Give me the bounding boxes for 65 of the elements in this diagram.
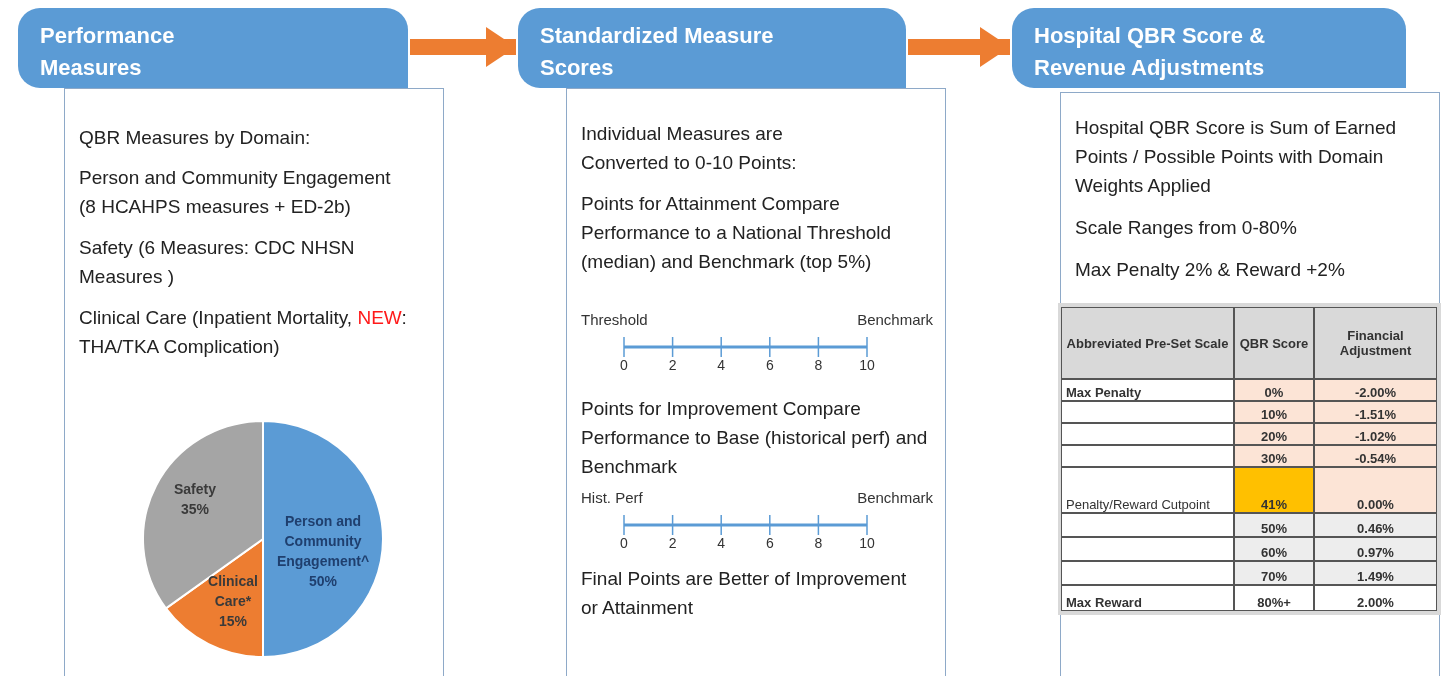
tick-label: 10 bbox=[858, 357, 876, 373]
content-panel bbox=[1060, 92, 1440, 676]
table-cell: 1.49% bbox=[1314, 561, 1437, 585]
header-title: Standardized Measure Scores bbox=[540, 22, 775, 82]
table-cell: 70% bbox=[1234, 561, 1314, 585]
paragraph-text: Max Penalty 2% & Reward +2% bbox=[1075, 258, 1346, 282]
table-cell: -2.00% bbox=[1314, 379, 1437, 401]
table-cell: 0.00% bbox=[1314, 467, 1437, 513]
scale-label: Threshold bbox=[581, 311, 648, 328]
table-cell: Abbreviated Pre-Set Scale bbox=[1061, 307, 1234, 379]
table-cell: Max Penalty bbox=[1061, 379, 1234, 401]
slice-label: Clinical Care* 15% bbox=[207, 572, 259, 631]
tick-label: 0 bbox=[619, 535, 629, 551]
table-cell: -1.51% bbox=[1314, 401, 1437, 423]
paragraph-text: Final Points are Better of Improvement or Attainment bbox=[581, 567, 908, 620]
paragraph-text: Safety (6 Measures: CDC NHSN Measures ) bbox=[79, 236, 356, 289]
table-cell: 10% bbox=[1234, 401, 1314, 423]
table-cell: 0.46% bbox=[1314, 513, 1437, 537]
paragraph-text: Points for Improvement Compare Performance to Base (historical perf) and Benchmark bbox=[581, 397, 929, 479]
slice-label: Person and Community Engagement^ 50% bbox=[275, 512, 371, 591]
table-cell: Financial Adjustment bbox=[1314, 307, 1437, 379]
paragraph-text: Clinical Care (Inpatient Mortality, NEW: THA/TKA Complication) bbox=[79, 306, 408, 359]
table-cell: -0.54% bbox=[1314, 445, 1437, 467]
tick-label: 10 bbox=[858, 535, 876, 551]
paragraph-text: QBR Measures by Domain: bbox=[79, 126, 312, 150]
tick-label: 4 bbox=[716, 535, 727, 551]
tick-label: 4 bbox=[716, 357, 727, 373]
tick-label: 6 bbox=[764, 535, 775, 551]
tick-label: 8 bbox=[813, 535, 824, 551]
table-cell: Penalty/Reward Cutpoint bbox=[1061, 467, 1234, 513]
table-cell: 2.00% bbox=[1314, 585, 1437, 611]
header-tab bbox=[18, 8, 408, 88]
table-cell: 0.97% bbox=[1314, 537, 1437, 561]
tick-label: 2 bbox=[667, 535, 678, 551]
tick-label: 8 bbox=[813, 357, 824, 373]
slice-label: Safety 35% bbox=[173, 480, 217, 519]
table-cell: 41% bbox=[1234, 467, 1314, 513]
block-arrow bbox=[908, 27, 1010, 67]
table-cell: Max Reward bbox=[1061, 585, 1234, 611]
block-arrow bbox=[410, 27, 516, 67]
header-title: Performance Measures bbox=[40, 22, 176, 82]
paragraph-text: Points for Attainment Compare Performance to a National Threshold (median) and Benchmark (top 5%) bbox=[581, 192, 893, 274]
table-cell: -1.02% bbox=[1314, 423, 1437, 445]
header-tab bbox=[1012, 8, 1406, 88]
tick-label: 2 bbox=[667, 357, 678, 373]
table-cell: 80%+ bbox=[1234, 585, 1314, 611]
paragraph-text: Individual Measures are Converted to 0-10 Points: bbox=[581, 122, 798, 175]
table-cell: 50% bbox=[1234, 513, 1314, 537]
paragraph-text: Scale Ranges from 0-80% bbox=[1075, 216, 1298, 240]
scale-label: Benchmark bbox=[857, 311, 933, 328]
content-panel bbox=[566, 88, 946, 676]
header-title: Hospital QBR Score & Revenue Adjustments bbox=[1034, 22, 1267, 82]
scale-label: Hist. Perf bbox=[581, 489, 643, 506]
content-panel bbox=[64, 88, 444, 676]
scale-label: Benchmark bbox=[857, 489, 933, 506]
table-cell: QBR Score bbox=[1234, 307, 1314, 379]
table-cell: 0% bbox=[1234, 379, 1314, 401]
table-cell: 30% bbox=[1234, 445, 1314, 467]
paragraph-text: Person and Community Engagement (8 HCAHPS measures + ED-2b) bbox=[79, 166, 392, 219]
tick-label: 0 bbox=[619, 357, 629, 373]
tick-label: 6 bbox=[764, 357, 775, 373]
paragraph-text: Hospital QBR Score is Sum of Earned Points / Possible Points with Domain Weights Applied bbox=[1075, 116, 1398, 198]
table-cell: 60% bbox=[1234, 537, 1314, 561]
header-tab bbox=[518, 8, 906, 88]
table-cell: 20% bbox=[1234, 423, 1314, 445]
